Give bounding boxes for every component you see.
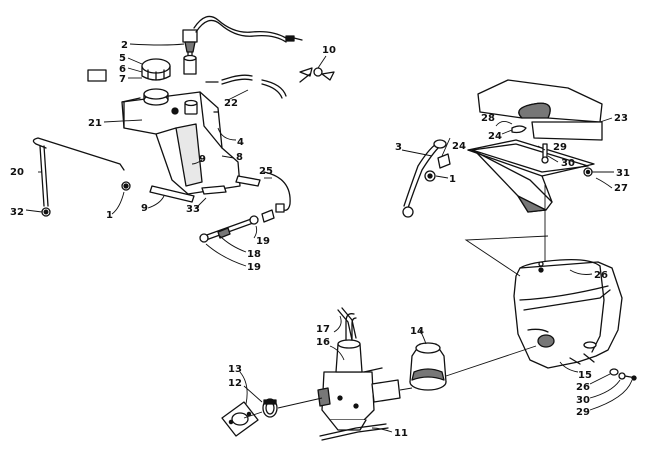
fuel-tank	[121, 91, 241, 195]
callout-29-upper: 29	[553, 142, 567, 153]
callout-28: 28	[481, 113, 495, 124]
callout-12: 12	[228, 378, 242, 389]
callout-32: 32	[10, 207, 24, 218]
callout-11: 11	[394, 428, 408, 439]
cover-bracket	[402, 139, 447, 218]
tank-mount-pads	[149, 175, 261, 203]
air-intake-foam	[477, 79, 603, 141]
callout-5: 5	[119, 53, 126, 64]
callout-20: 20	[10, 167, 24, 178]
callout-22: 22	[224, 98, 238, 109]
callout-4: 4	[237, 137, 244, 148]
silencer-cover	[467, 139, 595, 213]
vent-valve	[299, 67, 335, 83]
callout-17: 17	[316, 324, 330, 335]
callout-9-upper: 9	[199, 154, 206, 165]
callout-26-upper: 26	[594, 270, 608, 281]
tank-mount-strap	[32, 137, 125, 207]
callout-1-left: 1	[106, 210, 113, 221]
callout-13: 13	[228, 364, 242, 375]
vent-hose	[205, 74, 287, 99]
callout-labels: 2 5 6 7 10 22 21 4 8 9 9 20 32 1 33 25 1…	[10, 40, 630, 439]
fuel-pickup-fitting	[171, 99, 198, 115]
tank-filler-neck	[143, 88, 169, 106]
callout-23: 23	[614, 113, 628, 124]
callout-29-lower: 29	[576, 407, 590, 418]
callout-25: 25	[259, 166, 273, 177]
centerline	[243, 345, 537, 419]
fuel-sender-gauge	[182, 15, 303, 75]
drain-hose	[319, 423, 389, 441]
callout-24-right: 24	[488, 131, 502, 142]
callout-9-lower: 9	[141, 203, 148, 214]
callout-21: 21	[88, 118, 102, 129]
callout-31: 31	[616, 168, 630, 179]
cap-gasket	[87, 69, 107, 82]
callout-26-lower: 26	[576, 382, 590, 393]
callout-30-upper: 30	[561, 158, 575, 169]
carb-flange	[221, 401, 259, 437]
callout-14: 14	[410, 326, 424, 337]
callout-15: 15	[578, 370, 592, 381]
strap-fastener	[41, 181, 131, 217]
callout-7: 7	[119, 74, 126, 85]
callout-2: 2	[121, 40, 128, 51]
intake-boot	[409, 342, 447, 391]
callout-6: 6	[119, 64, 126, 75]
callout-27: 27	[614, 183, 628, 194]
box-screws	[609, 368, 637, 381]
silencer-hardware	[424, 125, 593, 182]
leader-lines	[25, 43, 633, 433]
callout-19-upper: 19	[256, 236, 270, 247]
callout-33: 33	[186, 204, 200, 215]
callout-18: 18	[247, 249, 261, 260]
callout-16: 16	[316, 337, 330, 348]
air-silencer-box	[513, 258, 623, 369]
callout-24-left: 24	[452, 141, 466, 152]
carburetor	[317, 313, 401, 431]
callout-19-lower: 19	[247, 262, 261, 273]
fuel-cap	[141, 58, 171, 81]
fuel-inlet-hose	[337, 307, 357, 341]
callout-8: 8	[236, 152, 243, 163]
callout-1-right: 1	[449, 174, 456, 185]
callout-3: 3	[395, 142, 402, 153]
assembly-guide-lines	[464, 185, 549, 277]
callout-30-lower: 30	[576, 395, 590, 406]
callout-10: 10	[322, 45, 336, 56]
carb-clamp	[262, 398, 278, 418]
fuel-line-fittings	[199, 171, 291, 243]
